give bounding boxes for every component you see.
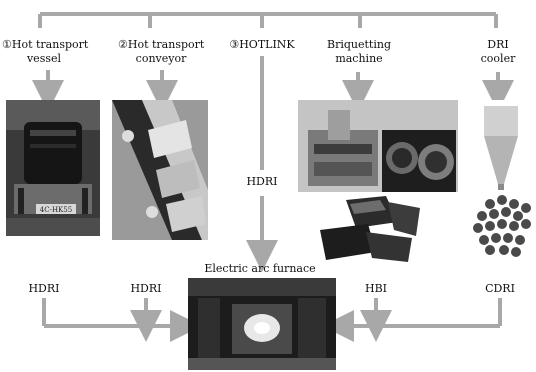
label-briquetting-machine-line1: Briquetting [324,38,394,52]
flow-label-hdri-conveyor: HDRI [124,282,168,296]
label-hot-transport-vessel: ①Hot transport vessel [2,38,86,66]
label-hot-transport-vessel-line2: vessel [2,52,86,66]
image-electric-arc-furnace [188,278,336,370]
image-hbi-briquettes [316,194,428,264]
image-dri-cooler [470,100,532,258]
label-briquetting-machine: Briquetting machine [324,38,394,66]
flow-label-cdri: CDRI [476,282,524,296]
photo-marking: 4C-HK55 [40,206,72,214]
label-hotlink-line1: ③HOTLINK [224,38,300,52]
label-hot-transport-conveyor: ②Hot transport conveyor [118,38,204,66]
label-hotlink: ③HOTLINK [224,38,300,52]
label-briquetting-machine-line2: machine [324,52,394,66]
image-hot-transport-conveyor [112,100,208,240]
label-dri-cooler-line2: cooler [470,52,526,66]
image-hot-transport-vessel: 4C-HK55 [6,100,100,236]
label-hot-transport-conveyor-line1: ②Hot transport [118,38,204,52]
flow-label-hbi: HBI [356,282,396,296]
flow-label-hdri-vessel: HDRI [22,282,66,296]
label-dri-cooler-line1: DRI [470,38,526,52]
label-dri-cooler: DRI cooler [470,38,526,66]
flow-label-hdri-hotlink: HDRI [238,175,286,189]
label-hot-transport-conveyor-line2: conveyor [118,52,204,66]
target-label-electric-arc-furnace: Electric arc furnace [196,262,324,276]
label-hot-transport-vessel-line1: ①Hot transport [2,38,86,52]
image-briquetting-machine [298,100,458,192]
